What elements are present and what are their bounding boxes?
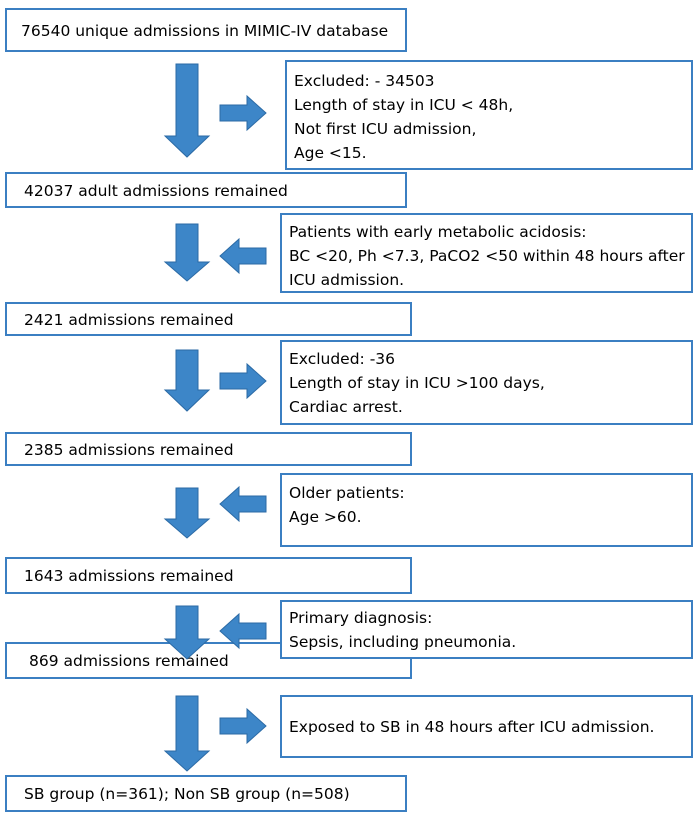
step-label: SB group (n=361); Non SB group (n=508) [24, 785, 350, 803]
note-line: Age >60. [289, 508, 362, 526]
note-box-older-patients: Older patients: Age >60. [280, 473, 693, 547]
note-line: Age <15. [294, 144, 367, 162]
down-arrow-4 [163, 487, 211, 539]
step-box-5: 1643 admissions remained [5, 557, 412, 594]
note-box-diagnosis: Primary diagnosis: Sepsis, including pne… [280, 600, 693, 659]
down-arrow-3 [163, 349, 211, 412]
note-line: Exposed to SB in 48 hours after ICU admi… [289, 718, 655, 736]
down-arrow-5 [163, 605, 211, 660]
step-box-4: 2385 admissions remained [5, 432, 412, 466]
left-arrow-3 [219, 612, 267, 650]
left-arrow-1 [219, 237, 267, 275]
down-arrow-2 [163, 223, 211, 282]
note-line: Length of stay in ICU >100 days, [289, 374, 545, 392]
note-line: Sepsis, including pneumonia. [289, 633, 517, 651]
note-box-exposure: Exposed to SB in 48 hours after ICU admi… [280, 695, 693, 758]
note-line: BC <20, Ph <7.3, PaCO2 <50 within 48 hou… [289, 247, 685, 265]
right-arrow-1 [219, 94, 267, 132]
step-box-1: 76540 unique admissions in MIMIC-IV data… [5, 8, 407, 52]
note-line: Patients with early metabolic acidosis: [289, 223, 587, 241]
note-line: Excluded: - 34503 [294, 72, 435, 90]
left-arrow-2 [219, 485, 267, 523]
note-line: Cardiac arrest. [289, 398, 403, 416]
step-label: 2385 admissions remained [24, 441, 234, 459]
down-arrow-6 [163, 695, 211, 772]
note-line: Primary diagnosis: [289, 609, 433, 627]
step-box-2: 42037 adult admissions remained [5, 172, 407, 208]
step-box-3: 2421 admissions remained [5, 302, 412, 336]
right-arrow-3 [219, 707, 267, 745]
right-arrow-2 [219, 362, 267, 400]
note-line: Older patients: [289, 484, 405, 502]
note-line: Not first ICU admission, [294, 120, 477, 138]
note-box-exclusion-1: Excluded: - 34503 Length of stay in ICU … [285, 60, 693, 170]
step-label: 2421 admissions remained [24, 311, 234, 329]
step-label: 76540 unique admissions in MIMIC-IV data… [21, 22, 389, 40]
step-label: 1643 admissions remained [24, 567, 234, 585]
step-label: 869 admissions remained [29, 652, 229, 670]
step-box-7: SB group (n=361); Non SB group (n=508) [5, 775, 407, 812]
note-box-acidosis: Patients with early metabolic acidosis: … [280, 213, 693, 293]
note-line: ICU admission. [289, 271, 405, 289]
note-box-exclusion-2: Excluded: -36 Length of stay in ICU >100… [280, 340, 693, 425]
step-label: 42037 adult admissions remained [24, 182, 288, 200]
note-line: Excluded: -36 [289, 350, 396, 368]
note-line: Length of stay in ICU < 48h, [294, 96, 514, 114]
down-arrow-1 [163, 63, 211, 158]
